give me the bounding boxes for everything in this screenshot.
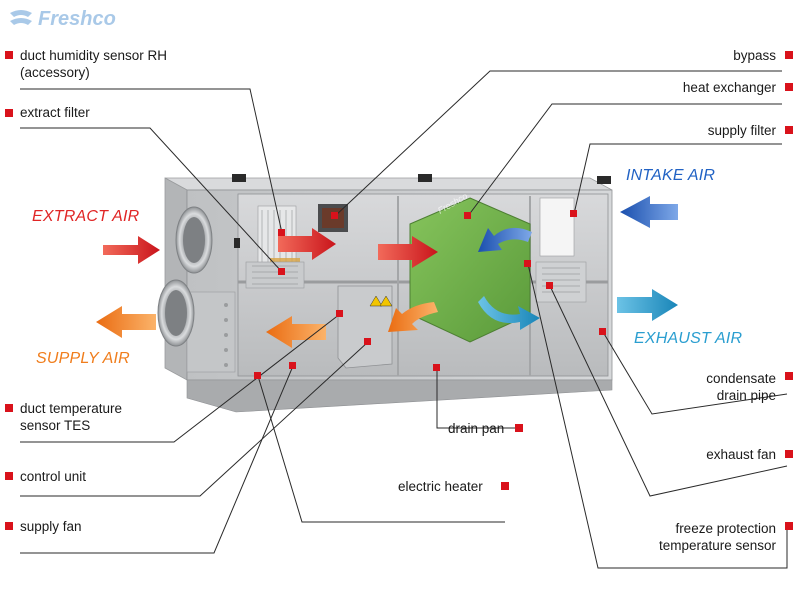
supply-fan-element <box>245 261 305 289</box>
marker-exhaust-fan <box>785 450 793 458</box>
point-condensate <box>599 328 606 335</box>
label-duct-humidity-sensor: duct humidity sensor RH (accessory) <box>20 47 167 81</box>
label-exhaust-fan: exhaust fan <box>706 447 776 462</box>
marker-drain-pan <box>515 424 523 432</box>
leader-condensate-drain-pipe <box>602 331 788 415</box>
arrow-supply-air <box>96 306 156 338</box>
label-line: condensate <box>706 371 776 386</box>
arrow-exhaust-inner <box>478 296 540 330</box>
clip-icon <box>232 174 246 182</box>
label-extract-filter: extract filter <box>20 105 90 120</box>
leader-exhaust-fan <box>549 285 788 497</box>
point-extract-filter <box>278 268 285 275</box>
duct-extract <box>175 206 213 274</box>
point-duct-humidity-sensor <box>278 229 285 236</box>
marker-electric-heater <box>501 482 509 490</box>
exhaust-fan-element <box>535 261 587 303</box>
warning-icon <box>369 295 383 307</box>
point-supply-filter <box>570 210 577 217</box>
label-line: temperature sensor <box>658 538 776 553</box>
control-box <box>337 285 393 369</box>
clip-icon <box>597 176 611 184</box>
point-freeze-protection <box>524 260 531 267</box>
supply-air-label: SUPPLY AIR <box>36 350 130 367</box>
leader-supply-filter <box>573 143 782 215</box>
marker-supply-filter <box>785 126 793 134</box>
leader-heat-exchanger <box>467 103 782 217</box>
leader-freeze-protection <box>527 263 788 569</box>
supply-filter-element <box>539 197 575 257</box>
marker-heat-exchanger <box>785 83 793 91</box>
exhaust-air-label: EXHAUST AIR <box>634 330 743 347</box>
marker-freeze-protection <box>785 522 793 530</box>
label-line: drain pipe <box>716 388 776 403</box>
duct-supply <box>157 279 195 347</box>
label-electric-heater: electric heater <box>398 479 483 494</box>
label-line: (accessory) <box>20 65 90 80</box>
marker-bypass <box>785 51 793 59</box>
label-supply-fan: supply fan <box>20 519 82 534</box>
arrow-intake-inner <box>478 227 532 252</box>
label-bypass: bypass <box>733 48 776 63</box>
logo-text: Freshco <box>38 8 116 30</box>
label-line: sensor TES <box>20 418 91 433</box>
arrow-supply-from-exchanger <box>388 302 438 332</box>
logo-icon <box>10 9 32 25</box>
marker-duct-humidity-sensor <box>5 51 13 59</box>
label-supply-filter: supply filter <box>707 123 776 138</box>
point-duct-temperature <box>336 310 343 317</box>
arrow-supply-inner <box>266 316 326 348</box>
intake-air-label: INTAKE AIR <box>626 167 716 184</box>
arrow-extract-to-exchanger <box>378 236 438 268</box>
point-supply-fan <box>289 362 296 369</box>
label-freeze-protection-sensor: freeze protection temperature sensor <box>659 520 776 554</box>
label-duct-temperature-sensor: duct temperature sensor TES <box>20 400 122 434</box>
point-heat-exchanger <box>464 212 471 219</box>
point-drain-pan <box>433 364 440 371</box>
leader-drain-pan <box>436 368 517 429</box>
label-line: duct humidity sensor RH <box>20 48 168 63</box>
marker-condensate-drain-pipe <box>785 372 793 380</box>
arrow-intake-air <box>620 196 678 228</box>
leader-extract-filter <box>20 127 283 273</box>
leader-supply-fan <box>20 365 294 554</box>
leader-electric-heater <box>257 375 505 523</box>
warning-icon <box>379 295 393 307</box>
arrow-exhaust-air <box>617 289 678 321</box>
arrow-extract-air <box>103 236 160 264</box>
arrow-extract-inner <box>278 228 336 260</box>
markers <box>5 51 793 530</box>
leader-duct-humidity-sensor <box>20 88 283 234</box>
point-control-unit <box>364 338 371 345</box>
label-drain-pan: drain pan <box>448 421 505 436</box>
extract-air-label: EXTRACT AIR <box>32 208 140 225</box>
clip-icon <box>418 174 432 182</box>
leader-bypass <box>334 70 782 217</box>
marker-duct-temperature-sensor <box>5 404 13 412</box>
point-bypass <box>331 212 338 219</box>
label-line: duct temperature <box>20 401 123 416</box>
point-exhaust-fan <box>546 282 553 289</box>
label-heat-exchanger: heat exchanger <box>682 80 776 95</box>
marker-control-unit <box>5 472 13 480</box>
label-condensate-drain-pipe: condensate drain pipe <box>706 370 776 404</box>
marker-extract-filter <box>5 109 13 117</box>
leader-control-unit <box>20 341 369 497</box>
label-line: freeze protection <box>675 521 776 536</box>
point-electric-heater <box>254 372 261 379</box>
marker-supply-fan <box>5 522 13 530</box>
leader-duct-temperature-sensor <box>20 313 341 443</box>
leader-lines <box>20 70 788 569</box>
brand-logo: Freshco <box>8 8 116 31</box>
label-control-unit: control unit <box>20 469 87 484</box>
